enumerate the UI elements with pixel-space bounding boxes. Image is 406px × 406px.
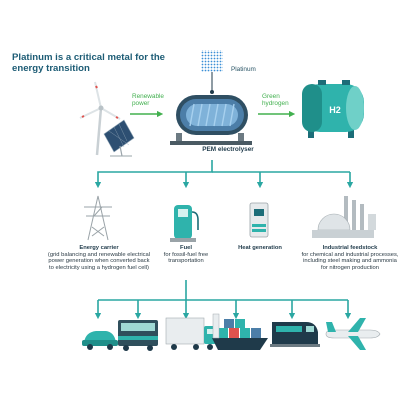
use-fuel-desc: for fossil-fuel free transportation	[163, 251, 209, 265]
use-fuel: Fuel for fossil-fuel free transportation	[150, 245, 222, 265]
use-fuel-title: Fuel	[180, 245, 192, 251]
diagram-title: Platinum is a critical metal for the ene…	[12, 52, 166, 75]
wind-turbine-icon	[79, 81, 121, 156]
use-energy-carrier-desc: (grid balancing and renewable electrical…	[47, 251, 151, 271]
tank-label: H2	[329, 105, 341, 115]
boiler-icon	[249, 202, 269, 238]
bus-icon	[118, 320, 158, 351]
electrolyser-icon	[170, 50, 252, 145]
use-heat-generation: Heat generation	[226, 245, 294, 252]
airplane-icon	[325, 318, 381, 350]
renewable-power-label: Renewable power	[132, 93, 164, 108]
fuel-pump-icon	[170, 205, 199, 242]
pem-electrolyser-label: PEM electrolyser	[202, 146, 254, 153]
truck-icon	[165, 317, 216, 350]
use-industrial-feedstock-desc: for chemical and industrial processes, i…	[301, 251, 399, 271]
car-icon	[82, 331, 118, 350]
use-industrial-feedstock-title: Industrial feedstock	[322, 245, 378, 251]
distribution-arrows	[94, 160, 354, 189]
green-hydrogen-label: Green hydrogen	[262, 93, 289, 108]
use-energy-carrier-title: Energy carrier	[79, 245, 119, 251]
platinum-label: Platinum	[231, 66, 256, 73]
cargo-ship-icon	[212, 313, 268, 350]
vehicle-arrows	[94, 280, 352, 320]
train-icon	[270, 322, 320, 347]
hydrogen-tank-icon	[302, 80, 364, 138]
industrial-plant-icon	[312, 196, 376, 238]
use-heat-generation-title: Heat generation	[238, 245, 282, 251]
use-industrial-feedstock: Industrial feedstock for chemical and in…	[300, 245, 400, 272]
solar-panel-icon	[103, 119, 135, 157]
pylon-icon	[84, 195, 112, 241]
use-energy-carrier: Energy carrier (grid balancing and renew…	[46, 245, 152, 272]
